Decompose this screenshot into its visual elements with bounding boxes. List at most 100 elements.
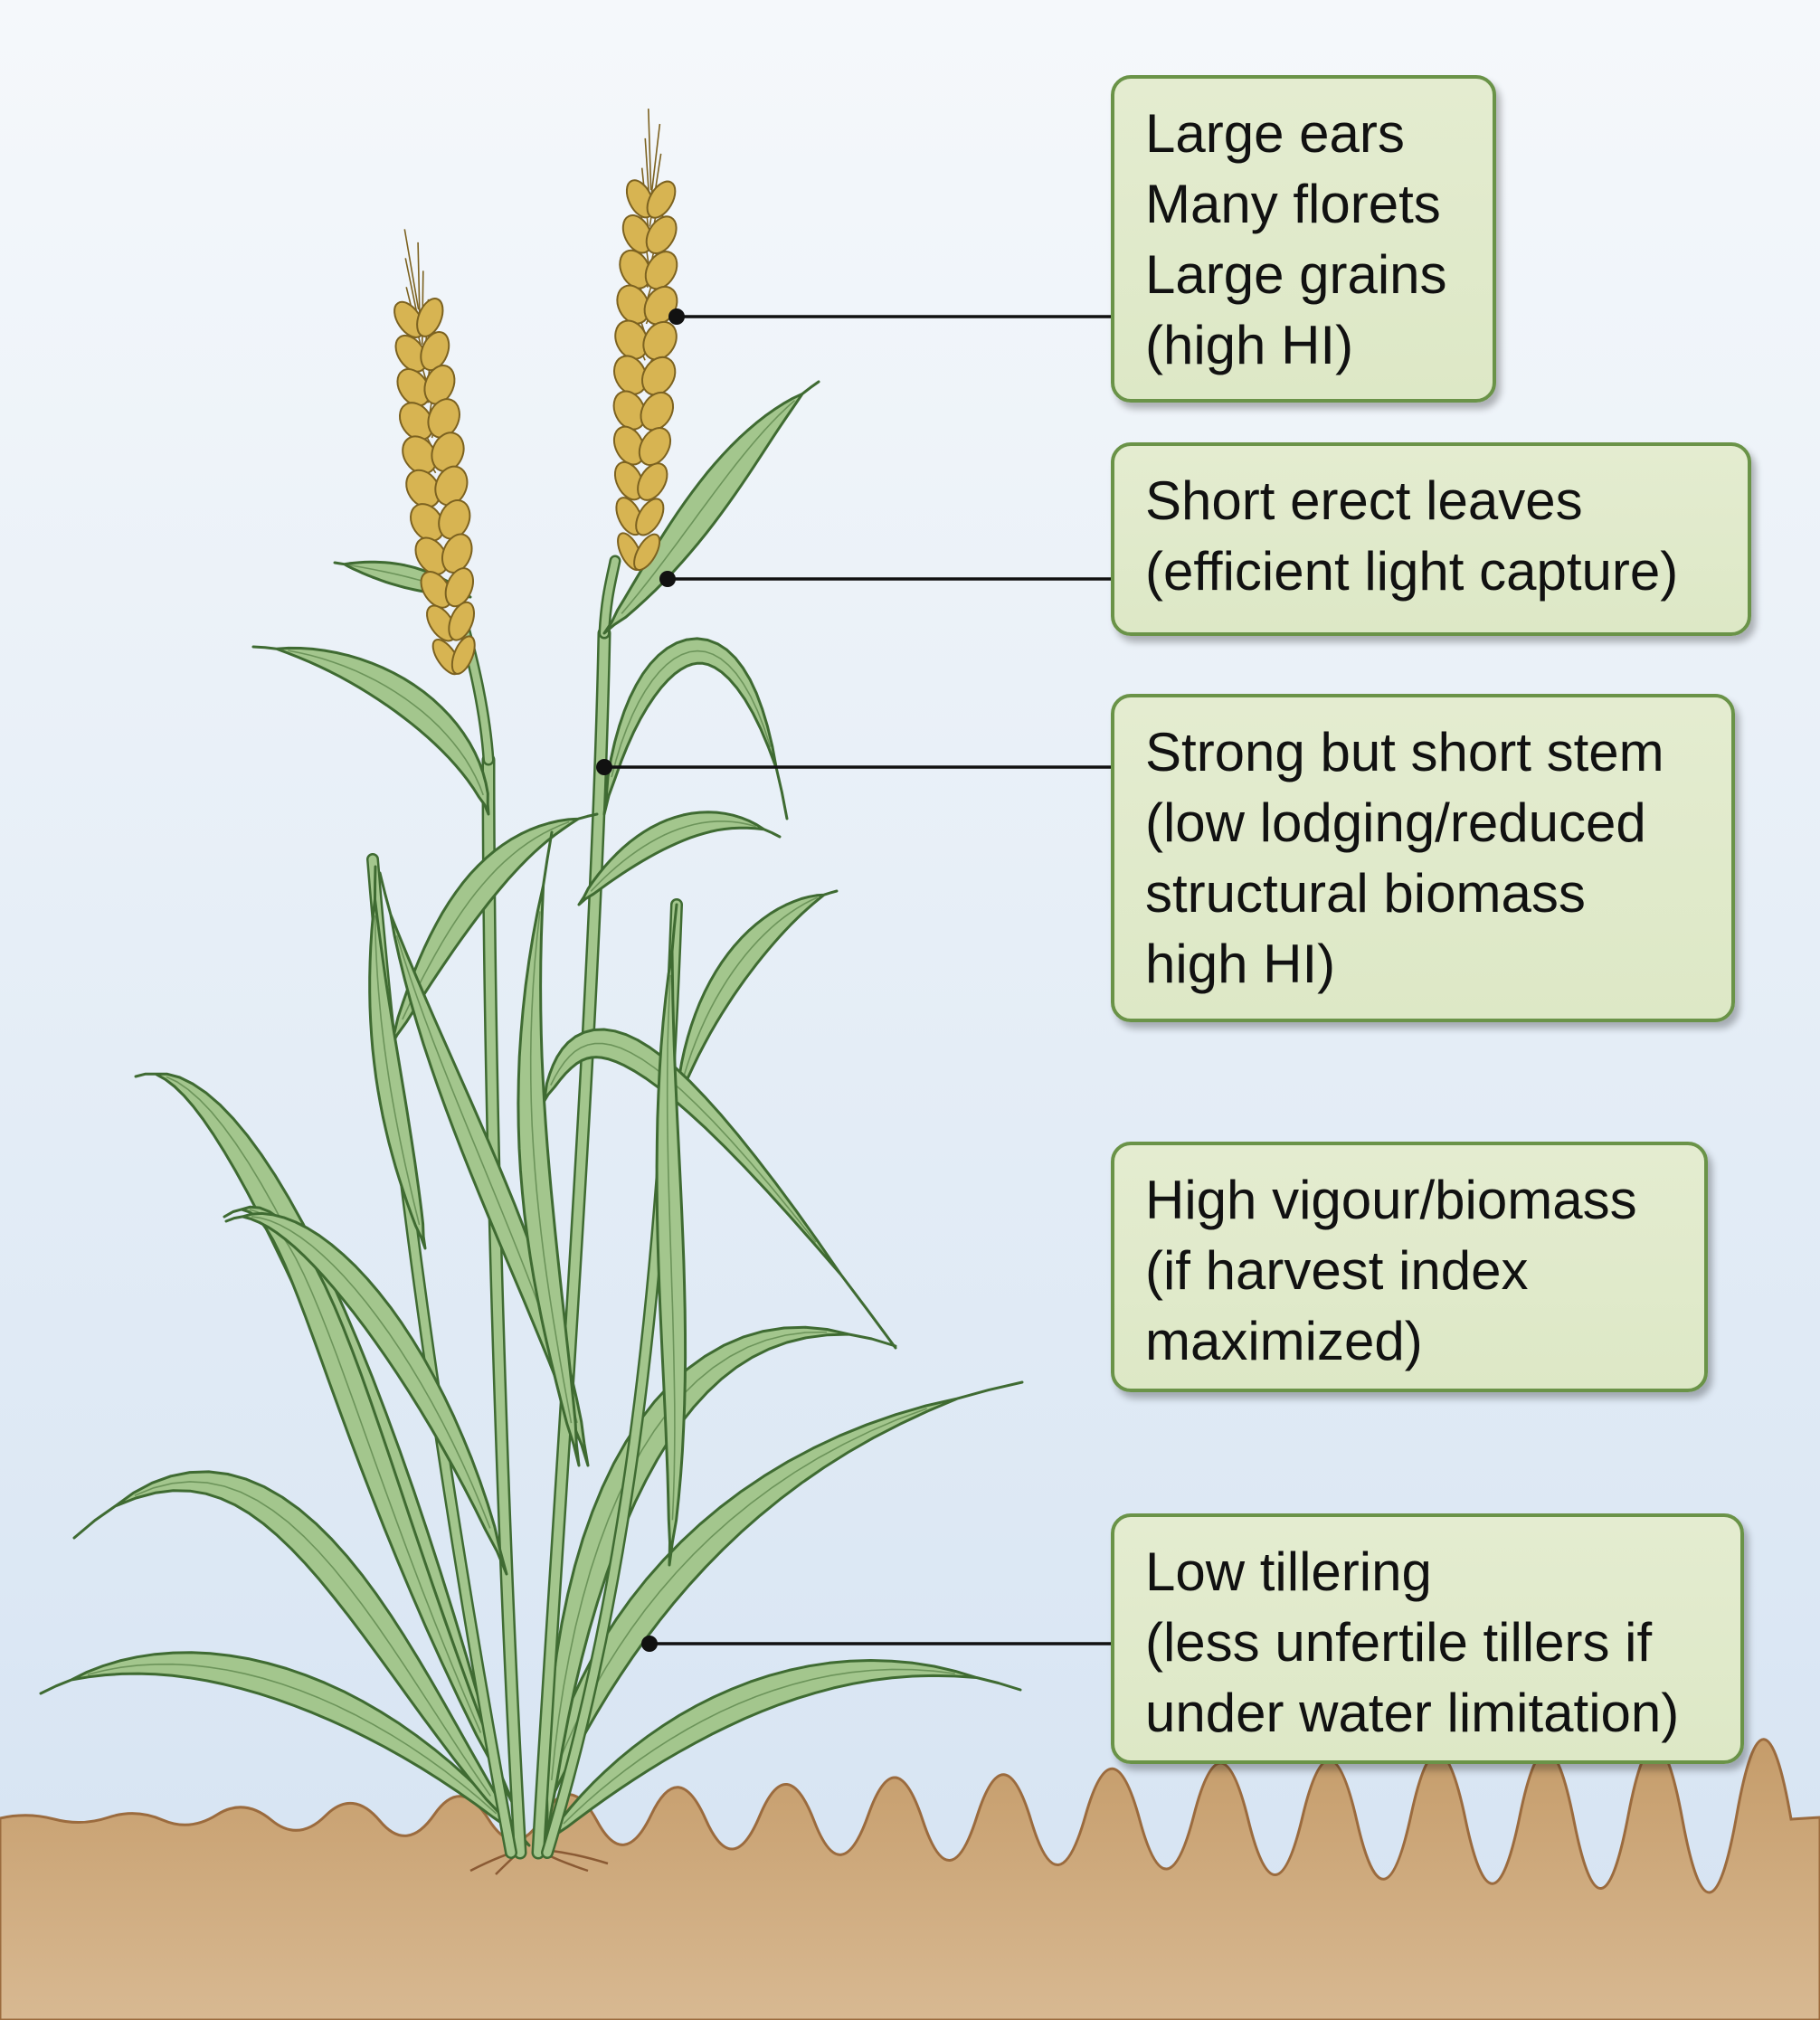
callout-vigour-line-2: (if harvest index: [1145, 1240, 1529, 1301]
callout-stem-line-4: high HI): [1145, 934, 1336, 994]
leaf-left-upright-blade-vein: [374, 915, 421, 1226]
wheat-ear-left-spikelet: [416, 298, 444, 337]
stem-right-main: [534, 629, 609, 1857]
wheat-ear-right: [612, 109, 678, 572]
wheat-ear-left-spikelet: [410, 503, 445, 542]
wheat-ear-left-awn: [417, 242, 421, 322]
wheat-ear-left-spikelet: [420, 331, 450, 372]
wheat-ear-left-spikelet: [393, 300, 425, 338]
stem-right-peduncle: [601, 557, 619, 637]
wheat-ear-right-spikelet: [616, 284, 650, 325]
callout-ears-line-4: (high HI): [1145, 315, 1354, 375]
leaf-center-upright-vein: [529, 911, 573, 1424]
callout-leaves-line-1: Short erect leaves: [1145, 470, 1583, 531]
leaf-bottom-right-vein: [563, 1668, 955, 1825]
stem-left-main: [484, 755, 525, 1857]
wheat-ear-left-spikelet: [402, 435, 438, 475]
leaf-right-drooping: [541, 1028, 897, 1350]
wheat-ear-right-awn: [648, 109, 652, 191]
callout-stem-line-1: Strong but short stem: [1145, 722, 1664, 782]
callout-stem-line-3: structural biomass: [1145, 863, 1586, 924]
wheat-ear-left-spikelet: [394, 334, 428, 373]
callout-ears: Large ears Many florets Large grains (hi…: [1111, 75, 1496, 403]
soil-ground: [0, 1738, 1820, 2020]
leaf-left-upright-blade: [368, 865, 427, 1250]
leaf-upper-left-flag-vein: [288, 650, 484, 796]
callout-stem: Strong but short stem (low lodging/reduc…: [1111, 694, 1735, 1022]
callout-vigour-line-3: maximized): [1145, 1311, 1423, 1371]
wheat-ear-right-spikelet: [612, 390, 647, 431]
leaf-lower-left-cross: [224, 1211, 508, 1576]
leaf-right-mid-high-vein: [682, 896, 819, 1078]
leaf-short-erect: [602, 380, 820, 635]
leader-dot-stem: [596, 759, 612, 775]
leaf-lower-left-long: [39, 1651, 531, 1847]
leaf-right-upright-blade: [655, 903, 687, 1567]
leaf-right-upright-blade-vein: [666, 974, 676, 1521]
wheat-ear-left-spikelet: [405, 469, 441, 508]
leaf-right-mid-high: [675, 889, 839, 1105]
leaf-lower-left-long-vein: [87, 1663, 498, 1815]
leaf-upper-right-small: [577, 811, 782, 906]
callout-ears-line-1: Large ears: [1145, 103, 1405, 164]
wheat-ear-right-spikelet: [642, 320, 678, 361]
wheat-ear-right-spikelet: [619, 249, 652, 289]
leaf-bottom-right: [541, 1659, 1022, 1847]
leader-dot-ears: [668, 308, 685, 325]
wheat-ear-right-spikelet: [640, 391, 675, 432]
callout-tillering-line-3: under water limitation): [1145, 1683, 1680, 1743]
wheat-ear-left-spikelet: [431, 432, 465, 473]
wheat-ear-right-spikelet: [635, 498, 665, 536]
wheat-ear-left-spikelet: [434, 465, 469, 507]
wheat-ear-left-spikelet: [423, 365, 456, 405]
leader-dot-tillering: [641, 1636, 658, 1652]
wheat-ear-right-spikelet: [646, 180, 677, 219]
callout-ears-line-2: Many florets: [1145, 174, 1441, 234]
wheat-ear-right-spikelet: [614, 319, 649, 360]
wheat-ear-left-awn: [403, 229, 420, 310]
wheat-ear-left-spikelet: [441, 533, 473, 574]
leaf-upper-left-flag: [251, 645, 490, 816]
leaf-upper-mid-vein: [402, 820, 570, 1020]
leaf-left-arching-vein: [134, 1481, 491, 1797]
wheat-ear-right-spikelet: [613, 460, 645, 501]
wheat-ear-right-spikelet: [637, 462, 668, 501]
leaf-lower-right-long-vein: [544, 1408, 927, 1801]
callout-leaves: Short erect leaves (efficient light capt…: [1111, 442, 1751, 636]
callout-stem-line-2: (low lodging/reduced: [1145, 792, 1646, 853]
wheat-ear-right-spikelet: [644, 251, 678, 290]
wheat-ear-left: [393, 229, 476, 676]
wheat-ear-left-spikelet: [414, 536, 449, 575]
wheat-ear-right-spikelet: [638, 427, 672, 467]
leader-lines: [604, 315, 1113, 1645]
leaf-lower-left-cross-vein: [251, 1216, 491, 1529]
wheat-ear-left-spikelet: [438, 499, 471, 540]
callout-tillering-line-1: Low tillering: [1145, 1541, 1432, 1602]
wheat-ear-left-spikelet: [444, 567, 474, 608]
callout-tillering: Low tillering (less unfertile tillers if…: [1111, 1513, 1744, 1764]
leaf-upper-mid: [387, 812, 599, 1051]
leaf-left-arching: [72, 1470, 522, 1838]
leader-dots: [596, 308, 685, 1652]
callout-ears-line-3: Large grains: [1145, 244, 1447, 305]
leaf-left-lower-2: [223, 1205, 517, 1811]
callout-vigour-line-1: High vigour/biomass: [1145, 1170, 1637, 1230]
leaf-upper-right-small-vein: [590, 820, 756, 892]
callout-leaves-line-2: (efficient light capture): [1145, 541, 1679, 602]
wheat-ear-left-spikelet: [420, 571, 453, 609]
leaf-right-upper-vein: [611, 650, 772, 778]
wheat-ear-left-spikelet: [398, 402, 434, 441]
wheat-ear-left-spikelet: [448, 601, 475, 641]
leaf-right-drooping-vein: [550, 1042, 817, 1243]
wheat-ear-right-spikelet: [613, 355, 648, 395]
callout-tillering-line-2: (less unfertile tillers if: [1145, 1612, 1653, 1673]
leaf-short-erect-vein: [621, 400, 796, 614]
wheat-ear-right-spikelet: [633, 533, 661, 572]
leader-dot-leaves: [659, 571, 676, 587]
wheat-ear-left-spikelet: [427, 398, 460, 439]
wheat-ear-right-spikelet: [645, 215, 678, 255]
wheat-ear-left-spikelet: [396, 368, 431, 407]
wheat-ear-right-spikelet: [640, 356, 677, 396]
wheat-ear-right-spikelet: [612, 425, 646, 466]
callout-vigour: High vigour/biomass (if harvest index ma…: [1111, 1142, 1708, 1392]
